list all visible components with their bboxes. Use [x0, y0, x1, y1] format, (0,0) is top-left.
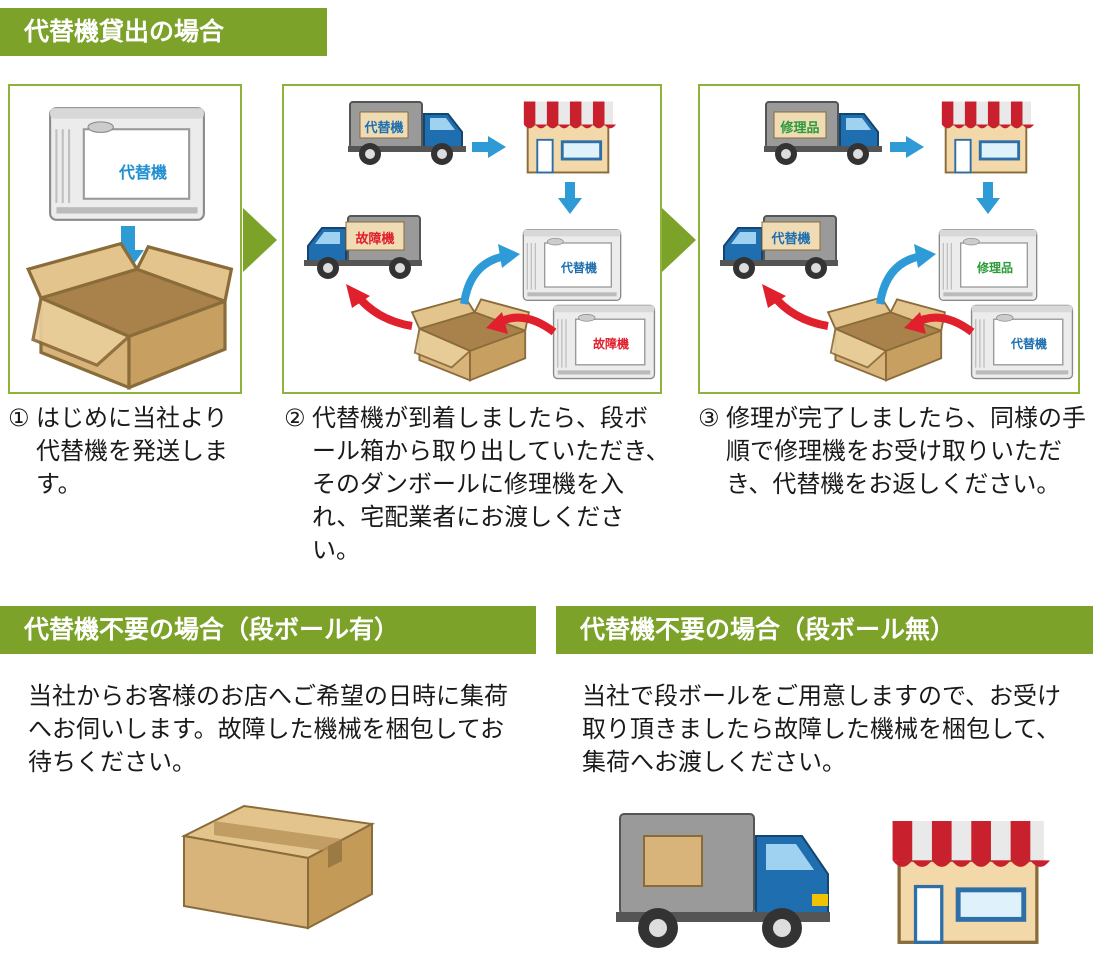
- shop-icon: [886, 806, 1050, 954]
- section3-title: 代替機不要の場合（段ボール無）: [580, 615, 956, 644]
- step2-text: ② 代替機が到着しましたら、段ボール箱から取り出していただき、そのダンボールに修…: [284, 402, 670, 567]
- section3-text: 当社で段ボールをご用意しますので、お受け取り頂きましたら故障した機械を梱包して、…: [582, 682, 1062, 776]
- section1-banner: 代替機貸出の場合: [0, 8, 327, 56]
- step1-text: ① はじめに当社より代替機を発送します。: [8, 402, 250, 501]
- step2-truck-bottom-label: 故障機: [355, 231, 394, 247]
- step2-number: ②: [284, 404, 306, 432]
- section2-banner: 代替機不要の場合（段ボール有）: [0, 606, 536, 654]
- step2-machine-top-label: 代替機: [560, 260, 597, 275]
- closed-cardboard-box: [178, 790, 378, 930]
- step3-truck-bottom-label: 代替機: [770, 231, 810, 247]
- step3-panel: 修理品 代替機 修理品 代替機: [698, 84, 1080, 394]
- chevron-right-icon: [243, 208, 277, 272]
- step3-text: ③ 修理が完了しましたら、同様の手順で修理機をお受け取りいただき、代替機をお返し…: [698, 402, 1088, 501]
- chevron-right-icon: [662, 208, 696, 272]
- right-arrow-icon: [472, 136, 506, 158]
- step1-machine-label: 代替機: [118, 163, 167, 182]
- section2-text: 当社からお客様のお店へご希望の日時に集荷へお伺いします。故障した機械を梱包してお…: [28, 682, 508, 776]
- section1-title: 代替機貸出の場合: [24, 17, 225, 46]
- right-arrow-icon: [890, 136, 924, 158]
- step2-illustration: 代替機 故障機 代替機 故障機: [303, 99, 656, 382]
- step3-machine-bottom-label: 代替機: [1010, 336, 1047, 351]
- open-cardboard-box: [26, 241, 234, 390]
- shop-icon: [940, 99, 1034, 174]
- curved-up-arrow-icon: [460, 252, 507, 305]
- curved-up-arrow-icon: [876, 252, 923, 305]
- step3-illustration: 修理品 代替機 修理品 代替機: [719, 99, 1074, 382]
- shop-icon: [522, 99, 616, 174]
- truck-icon: [614, 808, 834, 953]
- step2-panel: 代替機 故障機 代替機 故障機: [282, 84, 662, 394]
- down-arrow-icon: [976, 182, 1000, 214]
- down-arrow-icon: [558, 182, 582, 214]
- step3-truck-top-label: 修理品: [779, 120, 819, 136]
- step3-number: ③: [698, 404, 720, 432]
- open-cardboard-box: [827, 296, 946, 382]
- step1-illustration: 代替機: [26, 107, 234, 390]
- step2-machine-bottom-label: 故障機: [593, 336, 629, 351]
- open-cardboard-box: [411, 296, 530, 382]
- step2-description: 代替機が到着しましたら、段ボール箱から取り出していただき、そのダンボールに修理機…: [312, 404, 670, 564]
- step1-number: ①: [8, 404, 30, 432]
- section3-banner: 代替機不要の場合（段ボール無）: [556, 606, 1093, 654]
- step1-panel: 代替機: [8, 84, 242, 394]
- step2-truck-top-label: 代替機: [363, 120, 403, 136]
- step3-machine-top-label: 修理品: [976, 260, 1013, 275]
- step3-description: 修理が完了しましたら、同様の手順で修理機をお受け取りいただき、代替機をお返しくだ…: [726, 404, 1086, 498]
- section2-title: 代替機不要の場合（段ボール有）: [24, 615, 400, 644]
- step1-description: はじめに当社より代替機を発送します。: [36, 404, 228, 498]
